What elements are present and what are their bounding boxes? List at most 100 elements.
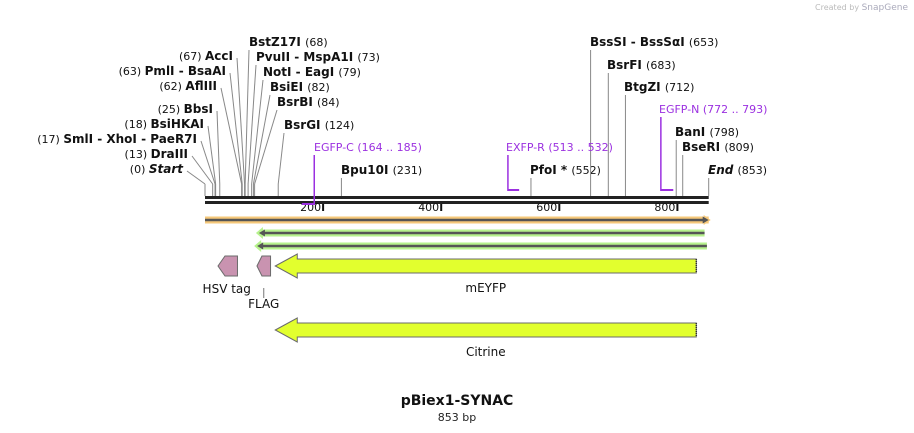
primer-label: EGFP-C (164 .. 185) xyxy=(314,141,422,154)
enzyme-position: (13) xyxy=(125,148,151,161)
enzyme-position: (73) xyxy=(357,51,380,64)
enzyme-label: (25) BbsI xyxy=(158,102,213,116)
enzyme-label: Bpu10I (231) xyxy=(341,163,422,177)
enzyme-line xyxy=(191,155,214,185)
enzyme-label: BsrBI (84) xyxy=(277,95,340,109)
feature-label: HSV tag xyxy=(203,282,251,296)
enzyme-position: (63) xyxy=(119,65,145,78)
enzyme-position: (853) xyxy=(738,164,768,177)
enzyme-label: BseRI (809) xyxy=(682,140,754,154)
plasmid-length: 853 bp xyxy=(437,411,477,424)
enzyme-line xyxy=(216,110,221,185)
credit-brand: SnapGene xyxy=(861,3,908,13)
enzyme-name[interactable]: PvuII - MspA1I xyxy=(256,50,357,64)
enzyme-label: BanI (798) xyxy=(675,125,739,139)
enzyme-label: PfoI * (552) xyxy=(530,163,601,177)
enzyme-name[interactable]: BtgZI xyxy=(624,80,665,94)
backbone-top-strand xyxy=(205,196,709,199)
enzyme-name[interactable]: BanI xyxy=(675,125,709,139)
enzyme-name[interactable]: PmlI - BsaAI xyxy=(145,64,226,78)
enzyme-position: (84) xyxy=(317,96,340,109)
ruler-tick-label: 800 xyxy=(654,201,675,214)
enzyme-position: (68) xyxy=(305,36,328,49)
primer-name[interactable]: EGFP-C xyxy=(314,141,357,154)
enzyme-name[interactable]: BbsI xyxy=(184,102,213,116)
enzyme-name[interactable]: BsrBI xyxy=(277,95,317,109)
enzyme-position: (653) xyxy=(689,36,719,49)
orf-arrowhead xyxy=(702,216,709,224)
enzyme-name[interactable]: BstZ17I xyxy=(249,35,305,49)
feature-citrine[interactable] xyxy=(274,317,697,343)
enzyme-name[interactable]: BsrGI xyxy=(284,118,325,132)
enzyme-position: (231) xyxy=(393,164,423,177)
enzyme-name[interactable]: BsiHKAI xyxy=(151,117,205,131)
primer-range: (772 .. 793) xyxy=(703,103,768,116)
enzyme-label: BtgZI (712) xyxy=(624,80,694,94)
enzyme-position: (67) xyxy=(179,50,205,63)
enzyme-label: (18) BsiHKAI xyxy=(124,117,204,131)
plasmid-name: pBiex1-SYNAC xyxy=(400,393,514,409)
enzyme-label: End (853) xyxy=(708,163,767,177)
primer-name[interactable]: EGFP-N xyxy=(659,103,703,116)
feature-label: mEYFP xyxy=(465,281,506,295)
enzyme-label: (13) DraIII xyxy=(125,147,188,161)
enzyme-position: (18) xyxy=(124,118,150,131)
enzyme-position: (809) xyxy=(724,141,754,154)
enzyme-label: BsiEI (82) xyxy=(270,80,330,94)
enzyme-name[interactable]: Bpu10I xyxy=(341,163,393,177)
enzyme-line xyxy=(229,72,243,185)
enzyme-name[interactable]: AflIII xyxy=(185,79,217,93)
enzyme-position: (17) xyxy=(37,133,63,146)
enzyme-name[interactable]: BsrFI xyxy=(607,58,646,72)
primer-range: (513 .. 532) xyxy=(548,141,613,154)
enzyme-name[interactable]: SmlI - XhoI - PaeR7I xyxy=(63,132,197,146)
ruler-tick-label: 200 xyxy=(300,201,321,214)
orf-arrowhead xyxy=(257,242,264,250)
enzyme-line xyxy=(244,49,250,185)
feature-meyfp[interactable] xyxy=(274,253,697,279)
enzyme-label: (62) AflIII xyxy=(159,79,217,93)
enzyme-line xyxy=(247,64,257,185)
enzyme-name[interactable]: Start xyxy=(149,162,184,176)
enzyme-position: (683) xyxy=(646,59,676,72)
enzyme-position: (712) xyxy=(665,81,695,94)
enzyme-label: (67) AccI xyxy=(179,49,233,63)
enzyme-line xyxy=(207,125,217,185)
enzyme-position: (62) xyxy=(159,80,185,93)
feature-label: Citrine xyxy=(466,345,506,359)
enzyme-name[interactable]: BsiEI xyxy=(270,80,307,94)
enzyme-line xyxy=(252,94,271,185)
enzyme-position: (0) xyxy=(130,163,149,176)
enzyme-line xyxy=(277,132,285,185)
enzyme-label: PvuII - MspA1I (73) xyxy=(256,50,380,64)
enzyme-line xyxy=(220,87,243,185)
enzyme-label: BstZ17I (68) xyxy=(249,35,328,49)
enzyme-name[interactable]: NotI - EagI xyxy=(263,65,338,79)
credit-prefix: Created by xyxy=(815,3,860,12)
enzyme-line xyxy=(251,79,264,185)
enzyme-label: (0) Start xyxy=(130,162,184,176)
enzyme-name[interactable]: DraIII xyxy=(151,147,188,161)
enzyme-line xyxy=(254,109,278,185)
enzyme-label: BsrGI (124) xyxy=(284,118,354,132)
enzyme-name[interactable]: PfoI * xyxy=(530,163,571,177)
enzyme-name[interactable]: BseRI xyxy=(682,140,724,154)
orf-arrowhead xyxy=(258,229,265,237)
feature-label: FLAG xyxy=(248,297,279,311)
ruler-tick-label: 600 xyxy=(536,201,557,214)
feature-flag[interactable] xyxy=(256,255,272,277)
primer-label: EGFP-N (772 .. 793) xyxy=(659,103,767,116)
enzyme-line xyxy=(200,140,216,185)
enzyme-name[interactable]: BssSI - BssSαI xyxy=(590,35,689,49)
enzyme-name[interactable]: End xyxy=(708,163,738,177)
enzyme-name[interactable]: AccI xyxy=(205,49,233,63)
enzyme-label: BssSI - BssSαI (653) xyxy=(590,35,718,49)
enzyme-line xyxy=(186,170,206,185)
primer-name[interactable]: EXFP-R xyxy=(506,141,548,154)
enzyme-position: (25) xyxy=(158,103,184,116)
ruler-tick-label: 400 xyxy=(418,201,439,214)
enzyme-label: BsrFI (683) xyxy=(607,58,676,72)
primer-range: (164 .. 185) xyxy=(357,141,422,154)
feature-hsv-tag[interactable] xyxy=(217,255,238,277)
